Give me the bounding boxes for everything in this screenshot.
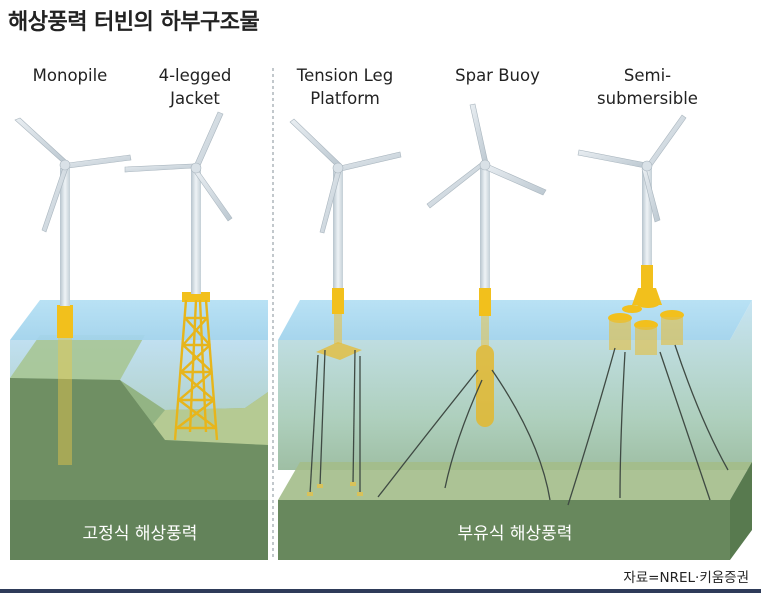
monopile-structure (57, 168, 73, 465)
diagram-title: 해상풍력 터빈의 하부구조물 (8, 10, 260, 35)
source-credit: 자료=NREL·키움증권 (623, 570, 749, 586)
floating-panel (278, 300, 752, 560)
semi-submersible-structure (567, 168, 729, 506)
tlp-tower (333, 170, 343, 292)
fixed-panel (10, 300, 268, 560)
label-spar-buoy: Spar Buoy (455, 66, 540, 85)
fixed-sea-surface (10, 300, 268, 340)
spar-hull (476, 345, 494, 427)
fixed-ground-front-dark (10, 500, 268, 560)
spar-tower (480, 165, 490, 290)
semi-tower (642, 168, 652, 268)
monopile-underwater (58, 335, 72, 465)
turbine-rotors (14, 103, 687, 234)
jacket-rotor (124, 111, 233, 222)
jacket-structure (173, 170, 219, 441)
label-monopile: Monopile (32, 66, 108, 85)
floating-ground-front (278, 500, 730, 560)
tlp-pontoon (316, 342, 362, 360)
floating-underwater (278, 300, 752, 470)
monopile-rotor (14, 117, 132, 233)
floating-category-label: 부유식 해상풍력 (457, 524, 573, 544)
spar-rotor (426, 103, 547, 209)
floating-seabed-top (278, 462, 752, 500)
label-semi-submersible: Semi- submersible (597, 66, 698, 108)
tlp-rotor (289, 118, 402, 234)
bottom-bar (0, 589, 761, 593)
tlp-structure (307, 170, 363, 496)
spar-buoy-structure (377, 165, 551, 501)
fixed-seabed-top (10, 335, 145, 380)
floating-ground-side (730, 462, 752, 560)
fixed-category-label: 고정식 해상풍력 (82, 524, 198, 544)
monopile-foundation (57, 305, 73, 338)
label-jacket: 4-legged Jacket (158, 66, 232, 108)
spar-column (479, 288, 491, 316)
label-tension-leg-platform: Tension Leg Platform (296, 66, 394, 108)
jacket-tower (191, 170, 201, 294)
semi-rotor (577, 114, 687, 223)
monopile-tower (60, 168, 70, 306)
tlp-column (332, 288, 344, 314)
